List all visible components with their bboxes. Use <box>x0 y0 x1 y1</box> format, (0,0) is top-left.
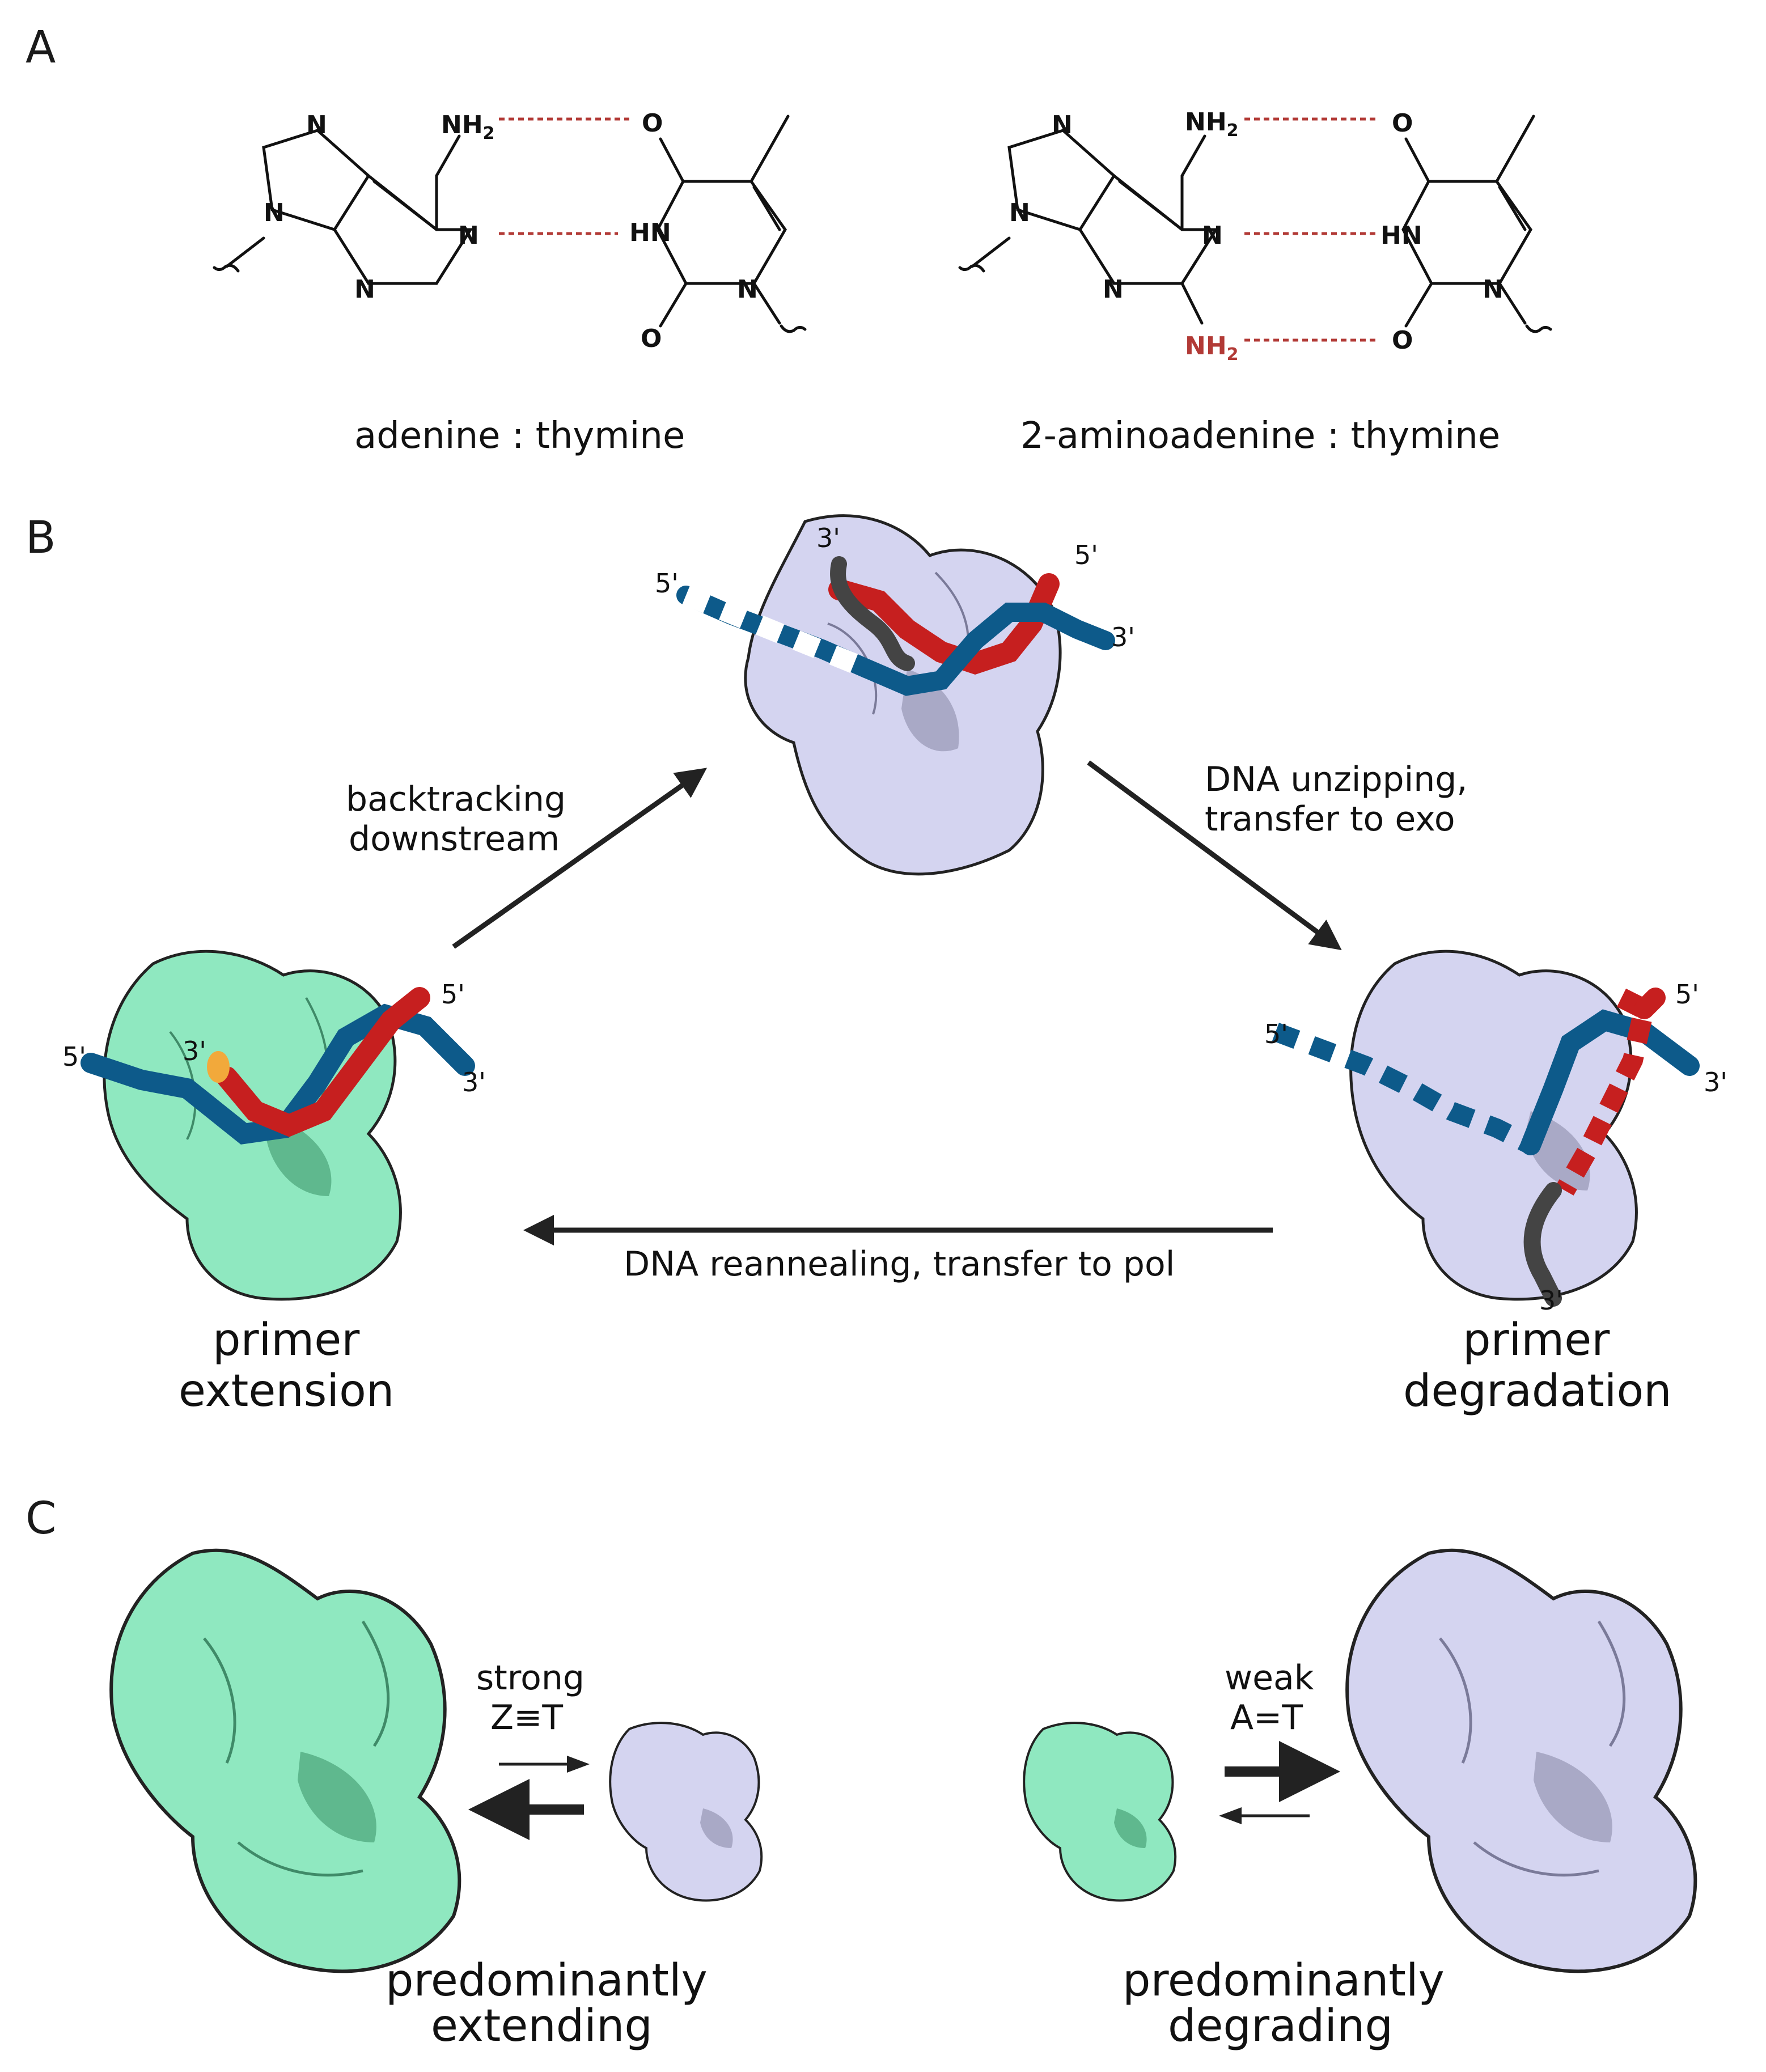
aminoadenine-thymine-pair: N N N N NH2 NH2 O HN N O 2-aminoadenine … <box>958 108 1552 457</box>
degraded-segment-top <box>830 556 915 671</box>
left-3prime-primer: 3' <box>183 1036 206 1066</box>
label-z-t: Z≡T <box>490 1698 563 1738</box>
protein-small-green <box>1023 1722 1177 1902</box>
label-weak: weak <box>1225 1658 1314 1698</box>
atom-n7: N <box>306 111 327 139</box>
panel-label-a: A <box>26 22 56 73</box>
label-primer-degradation-1: primer <box>1463 1315 1610 1366</box>
atom-n1-z: N <box>1202 221 1223 250</box>
atom-n9: N <box>264 198 285 227</box>
left-3prime-blue: 3' <box>462 1067 486 1098</box>
protein-large-green <box>109 1548 461 1973</box>
thymine-structure-2: O HN N O <box>1380 109 1552 355</box>
atom-n3: N <box>354 275 375 304</box>
left-5prime-red: 5' <box>441 979 465 1010</box>
left-5prime-blue: 5' <box>62 1041 86 1072</box>
atom-n7-z: N <box>1052 111 1073 139</box>
top-5prime-red: 5' <box>1074 540 1098 570</box>
protein-intermediate: 3' 5' 5' 3' <box>655 514 1135 876</box>
right-5prime-red: 5' <box>1675 979 1699 1010</box>
label-a-t: A=T <box>1230 1698 1303 1738</box>
label-predominantly-extending-2: extending <box>431 2001 653 2052</box>
protein-primer-degradation: 5' 5' 3' 3' <box>1264 950 1727 1316</box>
atom-2-amino-nh2: NH2 <box>1185 332 1239 365</box>
top-3prime-blue: 3' <box>1111 622 1135 652</box>
label-predominantly-extending-1: predominantly <box>386 1955 708 2006</box>
top-5prime-blue: 5' <box>655 568 679 599</box>
label-transfer-exo: transfer to exo <box>1205 799 1455 839</box>
label-dna-unzipping: DNA unzipping, <box>1205 760 1467 799</box>
thymine-structure: O HN N O <box>629 109 807 353</box>
caption-adenine-thymine: adenine : thymine <box>354 415 685 457</box>
arrow-to-intermediate <box>452 768 708 949</box>
degraded-segment-right <box>1523 1182 1562 1307</box>
label-primer-extension-1: primer <box>213 1315 360 1366</box>
right-3prime-gray: 3' <box>1539 1285 1563 1316</box>
top-3prime-gray: 3' <box>816 523 840 553</box>
atom-n1-t: N <box>737 275 758 304</box>
atom-n3-z: N <box>1103 275 1124 304</box>
label-primer-extension-2: extension <box>179 1366 394 1417</box>
primer-strand-left <box>216 987 430 1137</box>
atom-o4: O <box>642 109 663 138</box>
atom-n9-z: N <box>1009 198 1030 227</box>
protein-large-lavender <box>1345 1548 1697 1973</box>
label-primer-degradation-2: degradation <box>1403 1366 1672 1417</box>
incoming-nucleotide <box>207 1051 230 1083</box>
atom-o2: O <box>641 324 662 353</box>
protein-small-lavender <box>609 1722 763 1902</box>
label-reannealing: DNA reannealing, transfer to pol <box>624 1244 1175 1284</box>
caption-aminoadenine-thymine: 2-aminoadenine : thymine <box>1020 415 1500 457</box>
label-backtracking: backtracking <box>346 779 566 819</box>
atom-n1: N <box>458 221 479 250</box>
right-3prime-blue: 3' <box>1704 1067 1727 1098</box>
adenine-thymine-pair: N N N N NH2 O HN N O adenine : thymine <box>213 109 807 457</box>
arrow-to-degradation <box>1087 760 1342 951</box>
atom-o4-2: O <box>1392 109 1413 138</box>
aminoadenine-structure: N N N N NH2 NH2 <box>958 108 1239 365</box>
template-strand-right <box>1521 1009 1700 1155</box>
atom-nh2: NH2 <box>441 111 495 143</box>
template-strand-right-melted <box>1272 1023 1535 1154</box>
label-predominantly-degrading-2: degrading <box>1168 2001 1393 2052</box>
panel-label-b: B <box>26 512 56 563</box>
protein-primer-extension: 5' 3' 5' 3' <box>62 950 486 1301</box>
label-predominantly-degrading-1: predominantly <box>1123 1955 1445 2006</box>
atom-hn3: HN <box>629 218 671 247</box>
panel-label-c: C <box>26 1493 56 1544</box>
atom-o2-2: O <box>1392 326 1413 355</box>
atom-hn3-2: HN <box>1380 221 1422 250</box>
adenine-structure: N N N N NH2 <box>213 111 495 304</box>
atom-n1-t2: N <box>1483 275 1504 304</box>
label-downstream: downstream <box>349 819 560 859</box>
label-strong: strong <box>476 1658 585 1698</box>
right-5prime-blue: 5' <box>1264 1019 1288 1049</box>
atom-nh2-z: NH2 <box>1185 108 1239 141</box>
